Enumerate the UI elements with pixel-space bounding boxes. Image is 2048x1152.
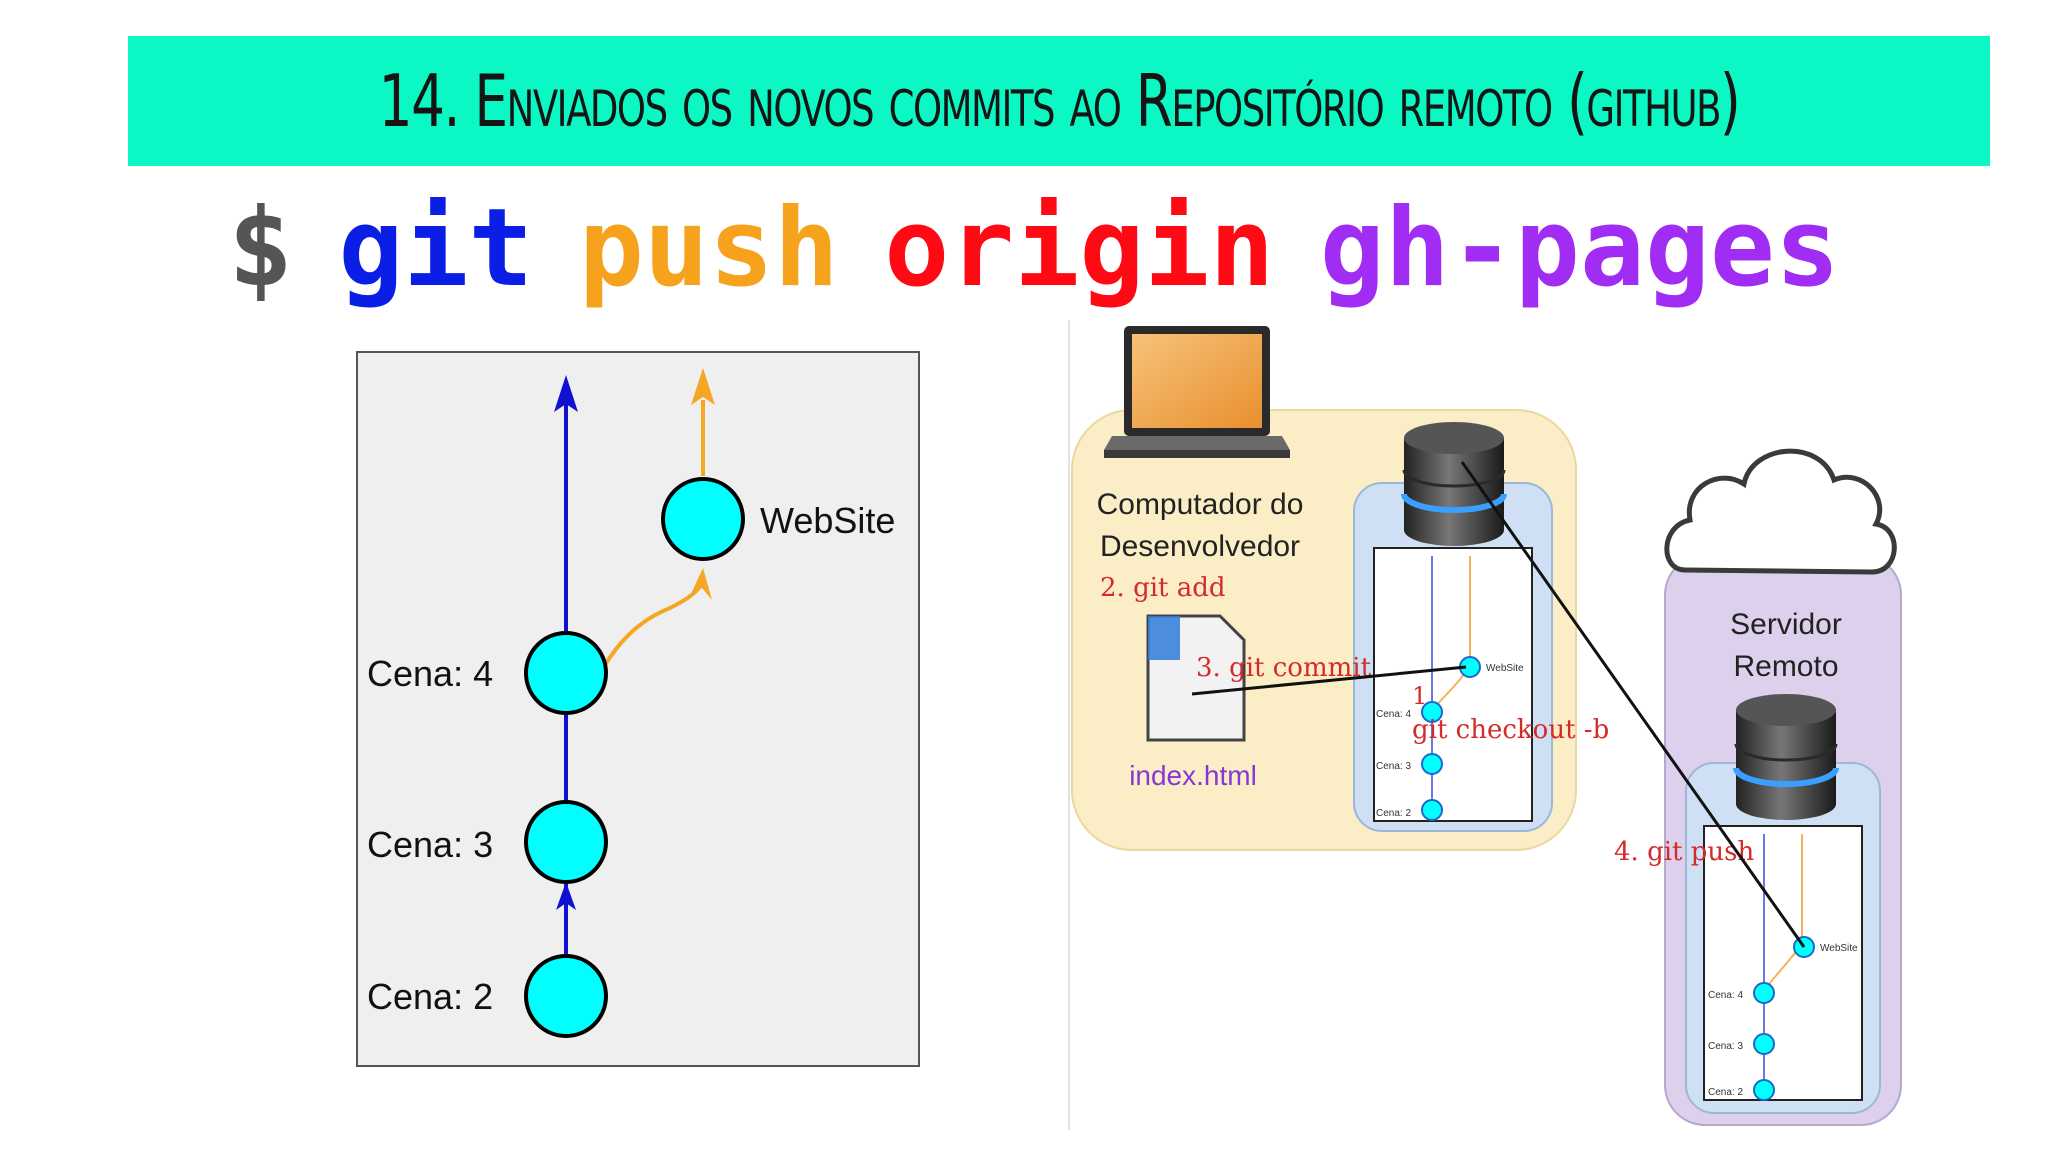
database-icon (1401, 422, 1507, 546)
commit-connector (1191, 665, 1467, 696)
slide-title: 14. Enviados os novos commits ao Reposit… (378, 59, 1741, 143)
mini-commit-label: Cena: 3 (1376, 761, 1411, 772)
gh-pages-arrow-icon (691, 368, 715, 405)
title-banner: 14. Enviados os novos commits ao Reposit… (128, 36, 1990, 166)
developer-label: Desenvolvedor (1100, 530, 1300, 563)
mini-website-label: WebSite (1820, 943, 1858, 954)
file-icon (1146, 614, 1246, 742)
command-remote: origin (884, 186, 1275, 311)
step-git-push: 4. git push (1614, 837, 1754, 867)
website-commit-node (661, 477, 745, 561)
file-label: index.html (1129, 760, 1257, 791)
commit-node (524, 631, 608, 715)
server-label: Remoto (1733, 650, 1838, 683)
command-branch: gh-pages (1319, 186, 1840, 311)
command-push: push (578, 186, 839, 311)
local-graph (1373, 547, 1533, 822)
branch-diagram: Cena: 2 Cena: 3 Cena: 4 WebSite (356, 351, 920, 1067)
website-label: WebSite (760, 500, 895, 541)
mini-website-label: WebSite (1486, 663, 1524, 674)
master-arrow-icon (554, 375, 578, 412)
commit-label: Cena: 4 (367, 653, 493, 694)
commit-label: Cena: 2 (367, 976, 493, 1017)
remote-database-icon (1733, 694, 1839, 820)
remote-graph (1703, 825, 1863, 1101)
cloud-icon (1664, 448, 1897, 575)
mini-commit-label: Cena: 2 (1376, 808, 1411, 819)
workflow-diagram: Computador do Desenvolvedor 2. git add i… (1071, 326, 1902, 1126)
diagram-frame (356, 351, 920, 1067)
step-git-checkout: git checkout -b (1412, 715, 1609, 745)
shell-prompt: $ (228, 186, 294, 311)
command-git: git (338, 186, 534, 311)
up-arrow-icon (556, 882, 576, 910)
developer-label: Computador do (1097, 488, 1304, 521)
mini-commit-label: Cena: 4 (1708, 990, 1743, 1001)
mini-commit-label: Cena: 4 (1376, 709, 1411, 720)
commit-node (524, 954, 608, 1038)
branch-arrow-icon (690, 568, 712, 600)
mini-commit-label: Cena: 3 (1708, 1041, 1743, 1052)
step-git-add: 2. git add (1100, 573, 1226, 603)
step-number: 1 (1412, 682, 1427, 710)
laptop-icon (1104, 326, 1290, 458)
server-label: Servidor (1730, 608, 1842, 641)
commit-node (524, 800, 608, 884)
commit-label: Cena: 3 (367, 824, 493, 865)
mini-commit-label: Cena: 2 (1708, 1087, 1743, 1098)
push-connector (1460, 461, 1806, 948)
